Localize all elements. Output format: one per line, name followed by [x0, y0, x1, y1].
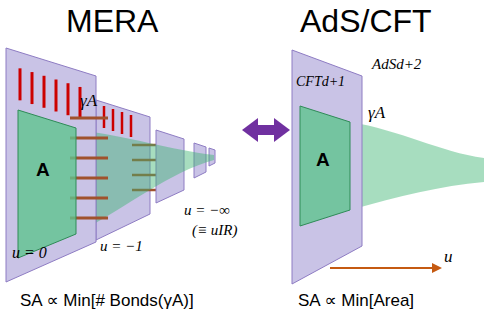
layer-plane: u = 0 A [6, 48, 98, 284]
surface-label: γA [368, 104, 385, 123]
u-axis-head [432, 263, 442, 273]
bond [55, 80, 58, 112]
formula: SA ∝ Min[# Bonds(γA)] [20, 292, 194, 311]
node-outline [18, 110, 76, 260]
node-outline [292, 50, 362, 284]
minimal-surface [350, 122, 484, 210]
node-outline [18, 110, 76, 258]
surface-label: γA [80, 92, 97, 111]
layer-label: (≡ uIR) [192, 222, 238, 239]
title: AdS/CFT [300, 4, 432, 39]
bond-lines [20, 68, 80, 119]
u-axis-arrow [330, 267, 434, 269]
layer-label: u = −∞ [184, 202, 230, 219]
bond [19, 68, 22, 100]
region-a: A [300, 106, 350, 226]
node-outline [6, 48, 96, 282]
node-text: u = 0 [12, 244, 47, 262]
boundary-plane: CFTd+1A [292, 50, 364, 286]
node-text: CFTd+1 [296, 74, 345, 89]
layer-label: u = −1 [100, 238, 143, 255]
bond-lines [104, 106, 131, 137]
bond [67, 83, 70, 115]
region-a: A [18, 110, 76, 260]
bond [70, 117, 108, 120]
node-text: A [316, 150, 330, 171]
spacetime-label: AdSd+2 [372, 56, 421, 73]
correspondence-arrow [242, 118, 290, 142]
bond [43, 76, 46, 108]
node-outline [300, 106, 350, 226]
formula: SA ∝ Min[Area] [298, 292, 414, 311]
bond [31, 72, 34, 104]
title: MERA [66, 4, 158, 39]
axis-label: u [444, 248, 453, 267]
node-text: A [36, 160, 50, 181]
